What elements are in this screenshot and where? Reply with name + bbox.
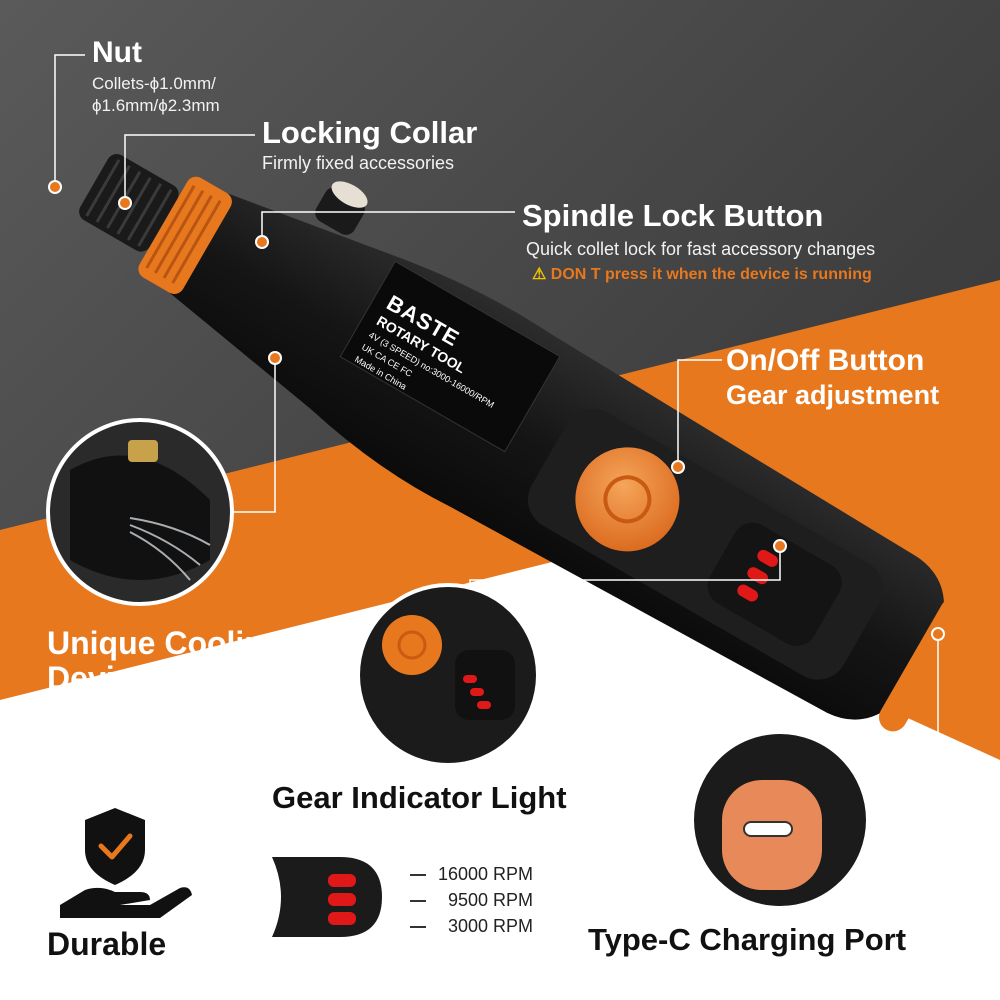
speed-light-9500 <box>328 893 356 906</box>
indicator-inset <box>356 583 540 767</box>
spindle-lock-subtitle: Quick collet lock for fast accessory cha… <box>526 239 876 259</box>
cooling-title-line1: Unique Cooling <box>47 625 284 661</box>
speed-label: 9500 RPM <box>448 890 534 910</box>
end-cap <box>878 597 968 732</box>
locking-collar-subtitle: Firmly fixed accessories <box>262 153 455 173</box>
warning-icon: ⚠ <box>532 266 547 283</box>
cooling-title-line2: Device <box>47 660 151 696</box>
speed-panel <box>272 857 382 937</box>
on-off-subtitle: Gear adjustment <box>726 380 940 410</box>
collar-leader <box>124 134 255 205</box>
typec-inset <box>690 730 870 910</box>
indicator-panel <box>707 522 842 646</box>
nut-spec-line1: Collets-ϕ1.0mm/ <box>92 74 216 93</box>
speed-label: 16000 RPM <box>438 864 534 884</box>
spindle-lock-cap <box>331 181 368 208</box>
indicator-light-high <box>757 549 779 567</box>
collar-dot <box>118 196 132 210</box>
type-c-title: Type-C Charging Port <box>588 922 907 957</box>
nut-leader <box>54 54 85 185</box>
cooling-dot <box>268 351 282 365</box>
onoff-dot <box>671 460 685 474</box>
power-button <box>575 447 680 552</box>
indicator-light-low <box>737 584 759 602</box>
speed-row-high: 16000 RPM <box>410 864 533 885</box>
cooling-leader <box>232 360 276 513</box>
onoff-leader <box>677 359 722 465</box>
warning-text: DON T press it when the device is runnin… <box>550 266 872 283</box>
spindle-lock-warning: ⚠ DON T press it when the device is runn… <box>532 264 872 284</box>
nut-title: Nut <box>92 36 142 69</box>
speed-row-mid: 9500 RPM <box>410 890 533 911</box>
typec-leader <box>870 636 939 821</box>
spindle-dot <box>255 235 269 249</box>
indicator-dot <box>773 539 787 553</box>
power-icon <box>603 475 652 524</box>
spindle-leader <box>261 211 515 240</box>
label-plate <box>339 260 561 453</box>
speed-row-low: 3000 RPM <box>410 916 533 937</box>
nut-spec-line2: ϕ1.6mm/ϕ2.3mm <box>92 96 220 115</box>
speed-light-16000 <box>328 874 356 887</box>
shield-icon <box>85 808 145 885</box>
speed-label: 3000 RPM <box>448 916 534 936</box>
checkmark-icon <box>98 833 133 860</box>
speed-light-3000 <box>328 912 356 925</box>
nut-dot <box>48 180 62 194</box>
locking-collar-title: Locking Collar <box>262 115 478 150</box>
cooling-inset <box>46 418 234 606</box>
hand-icon <box>60 887 192 918</box>
durable-label: Durable <box>47 926 167 962</box>
on-off-title: On/Off Button <box>726 344 925 377</box>
typec-dot <box>931 627 945 641</box>
spindle-lock-title: Spindle Lock Button <box>522 198 824 233</box>
gear-indicator-title: Gear Indicator Light <box>272 780 567 815</box>
